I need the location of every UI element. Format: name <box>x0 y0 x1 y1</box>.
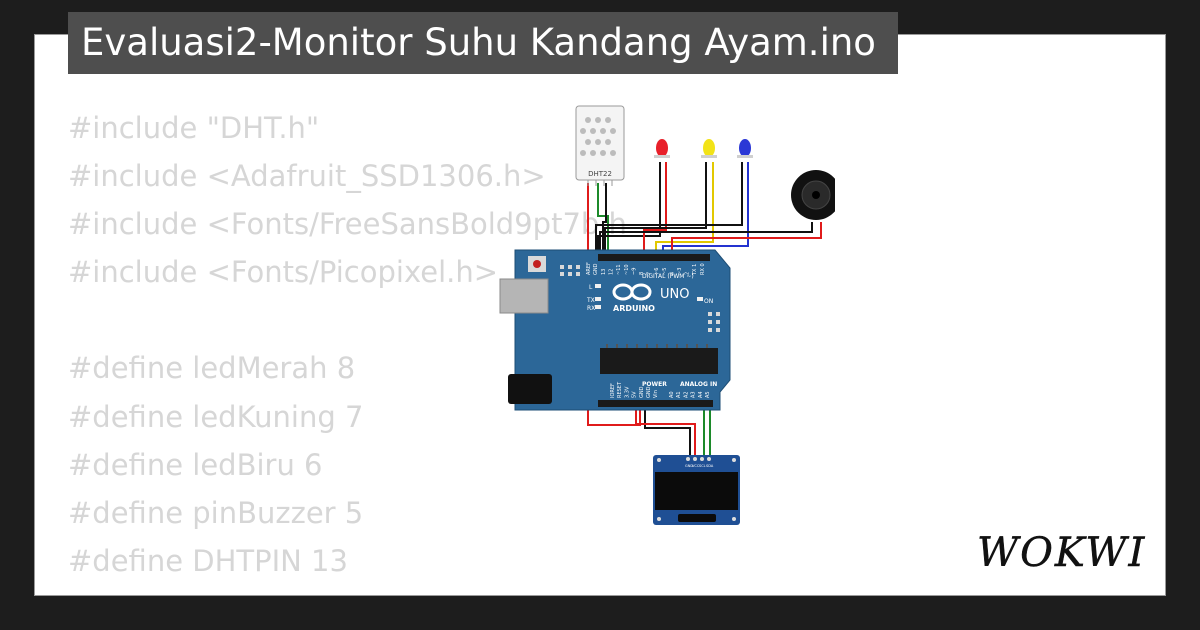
l-label: L <box>589 284 593 291</box>
pin-label: A0 <box>669 391 675 398</box>
board-model: UNO <box>660 287 689 302</box>
led-red <box>654 139 670 158</box>
analog-label: ANALOG IN <box>680 381 717 388</box>
code-line: #include "DHT.h" <box>68 111 320 145</box>
code-line: #include <Fonts/Picopixel.h> <box>68 255 499 290</box>
wire-led-yellow-cathode <box>604 162 707 254</box>
wire-buzzer-signal <box>671 222 822 254</box>
pin-label: A2 <box>683 391 689 398</box>
rx-label: RX <box>587 305 595 312</box>
pin-label: GND <box>639 386 645 398</box>
pin-label: 13 <box>601 269 607 275</box>
gnd-label: GND <box>593 263 599 275</box>
wire-dht-gnd <box>602 183 607 254</box>
pin-label: IOREF <box>610 383 616 398</box>
led-yellow <box>701 139 717 158</box>
wire-buzzer-gnd <box>599 222 813 254</box>
wire-led-blue-cathode <box>595 162 743 254</box>
pin-label: ~11 <box>616 264 622 275</box>
pin-label: A1 <box>676 391 682 398</box>
pin-label: ~3 <box>677 268 683 275</box>
sensor-label: DHT22 <box>588 170 612 178</box>
pin-label: ~9 <box>631 268 637 275</box>
power-label: POWER <box>642 381 667 388</box>
oled-pin-label: SDA <box>706 464 714 468</box>
pin-label: ~10 <box>624 264 630 275</box>
pin-label: ~6 <box>654 268 660 275</box>
pin-label: A5 <box>705 391 711 398</box>
pin-label: 7 <box>647 272 653 275</box>
atmega-chip <box>600 348 718 374</box>
buzzer <box>791 170 835 220</box>
pin-label: A3 <box>691 391 697 398</box>
code-line: #define DHTTYPE DHT22 <box>68 585 628 591</box>
wire-led-red-cathode <box>597 162 661 254</box>
pin-label: RX 0 <box>700 263 706 275</box>
oled-pin-label: SCL <box>699 464 706 468</box>
pin-label: 4 <box>669 272 675 275</box>
pin-label: A4 <box>698 391 704 398</box>
wokwi-logo: WOKWI <box>977 530 1146 577</box>
pin-label: 12 <box>609 269 615 275</box>
arduino-logo-icon <box>612 283 652 301</box>
wire-led-red-anode <box>643 162 667 254</box>
led-blue <box>737 139 753 158</box>
pin-label: 5V <box>632 391 638 398</box>
code-preview: #include "DHT.h" #include <Adafruit_SSD13… <box>68 104 628 591</box>
board-brand: ARDUINO <box>613 304 655 313</box>
code-line: #define ledMerah 8 <box>68 351 356 386</box>
code-line: #define ledBiru 6 <box>68 447 323 482</box>
tx-label: TX <box>586 297 595 304</box>
power-jack <box>508 374 552 404</box>
oled-pin-label: VCC <box>692 464 700 468</box>
wire-led-yellow-anode <box>655 162 714 254</box>
digital-label: DIGITAL (PWM ~) <box>642 273 694 280</box>
code-line: #define pinBuzzer 5 <box>68 495 364 530</box>
wire-oled-vcc <box>635 404 696 458</box>
dht22-sensor: DHT22 <box>575 105 625 186</box>
pin-label: RESET <box>617 381 623 398</box>
pin-label: TX 1 <box>692 264 698 276</box>
wire-oled-gnd <box>644 404 691 458</box>
code-line: #define ledKuning 7 <box>68 399 364 434</box>
circuit-diagram: DHT22 <box>499 105 835 525</box>
project-title: Evaluasi2-Monitor Suhu Kandang Ayam.ino <box>68 12 898 74</box>
pin-label: GND <box>646 386 652 398</box>
code-line: #include <Fonts/FreeSansBold9pt7b.h> <box>68 207 628 242</box>
pin-label: Vin <box>653 390 659 398</box>
pin-label: 8 <box>639 272 645 275</box>
code-line: #define DHTPIN 13 <box>68 543 348 578</box>
wokwi-logo-text: WOKWI <box>977 530 1146 576</box>
on-label: ON <box>704 298 713 305</box>
pin-label: 3.3V <box>624 386 630 398</box>
usb-port <box>499 278 549 314</box>
code-line: #include <Adafruit_SSD1306.h> <box>68 159 546 194</box>
pin-label: ~5 <box>662 268 668 275</box>
oled-pin-label: GND <box>685 464 693 468</box>
aref-label: AREF <box>586 262 592 275</box>
arduino-uno-board: UNO ARDUINO DIGITAL (PWM ~) ON TX RX L A… <box>499 249 731 411</box>
pin-label: 2 <box>685 272 691 275</box>
